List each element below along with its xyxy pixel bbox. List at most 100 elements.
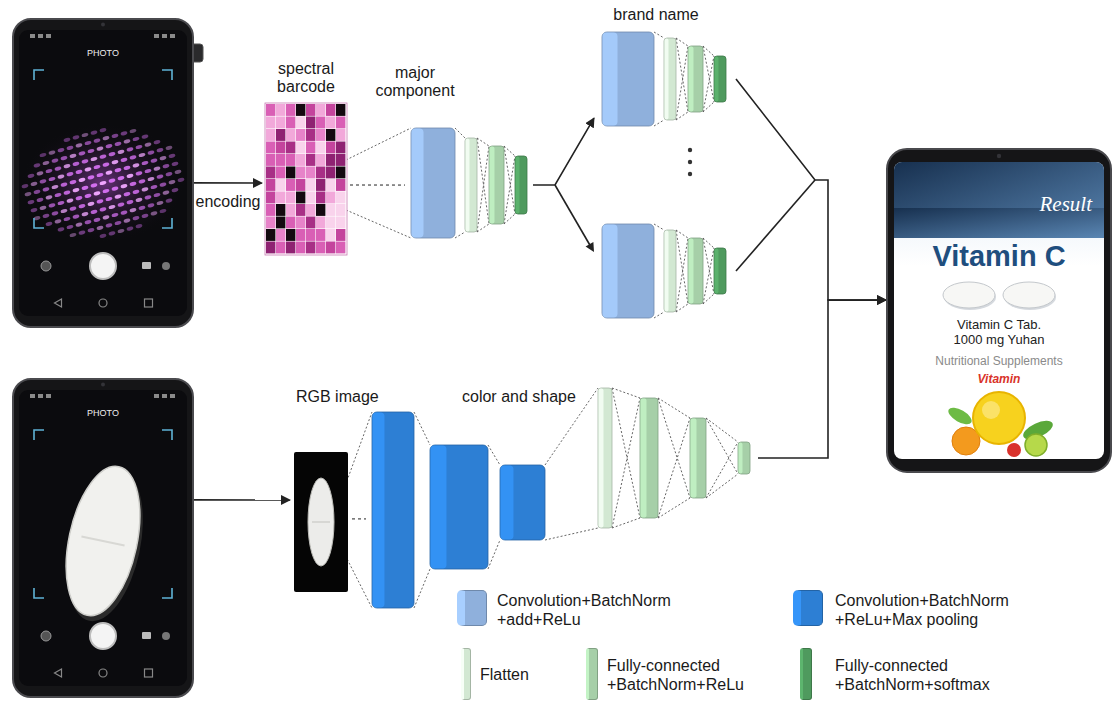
block-side-face: [490, 147, 495, 224]
spectral-spot: [75, 195, 83, 200]
spectral-spot: [75, 222, 83, 227]
dense-layer: [465, 138, 477, 232]
frame-corner: [34, 588, 44, 598]
nav-recent-icon: [145, 299, 153, 307]
barcode-cell: [266, 117, 275, 129]
barcode-cell: [286, 217, 295, 229]
receptive-field-line: [346, 128, 411, 160]
dense-layer: [714, 56, 726, 102]
legend-text: Convolution+BatchNorm +ReLu+Max pooling: [835, 591, 1070, 629]
legend-swatch: [586, 648, 598, 700]
barcode-cell: [336, 117, 345, 129]
spectral-spot: [63, 190, 71, 195]
spectral-spot: [129, 181, 137, 186]
mode-button: [162, 262, 170, 270]
frame-corner: [162, 70, 172, 80]
layer-link: [706, 418, 738, 474]
barcode-cell: [266, 204, 275, 216]
spectral-spot: [48, 150, 56, 155]
barcode-cell: [336, 179, 345, 191]
block-side-face: [603, 225, 618, 318]
layer-link: [703, 56, 714, 112]
layer-link: [414, 569, 430, 608]
barcode-cell: [276, 217, 285, 229]
spectral-spot: [123, 165, 131, 170]
network-heading: major component: [363, 64, 467, 101]
spectral-spot: [165, 171, 173, 176]
barcode-cell: [326, 154, 335, 166]
spectral-spot: [117, 228, 125, 233]
layer-link: [658, 398, 690, 498]
spectral-spot: [144, 142, 152, 147]
ellipsis-dot: [688, 148, 692, 152]
barcode-cell: [336, 104, 345, 116]
spectral-spot: [30, 181, 38, 186]
barcode-cell: [326, 129, 335, 141]
mode-button: [162, 632, 170, 640]
frame-corner: [34, 218, 44, 228]
legend-swatch: [461, 648, 471, 700]
spectral-spot: [108, 151, 116, 156]
spectral-spot: [105, 196, 113, 201]
convolution-block: [500, 465, 545, 540]
layer-link: [612, 518, 640, 528]
phone-camera-dot: [101, 23, 105, 27]
barcode-cell: [296, 142, 305, 154]
spectral-spot: [156, 200, 164, 205]
spectral-spot: [117, 202, 125, 207]
spectral-spot: [120, 131, 128, 136]
spectral-spot: [153, 139, 161, 144]
spectral-spot: [84, 140, 92, 145]
phone-camera-dot: [997, 154, 1001, 158]
screen-mode-label: PHOTO: [12, 48, 194, 58]
spectral-spot: [129, 155, 137, 160]
spectral-spot: [75, 143, 83, 148]
spectral-spot: [69, 153, 77, 158]
spectral-spot: [165, 198, 173, 203]
barcode-cell: [306, 167, 315, 179]
legend-text: Fully-connected +BatchNorm+softmax: [835, 656, 1070, 694]
barcode-cell: [266, 217, 275, 229]
spectral-spot: [105, 223, 113, 228]
barcode-cell: [316, 229, 325, 241]
nav-home-icon: [99, 299, 107, 307]
block-side-face: [665, 231, 669, 312]
frame-corner: [34, 70, 44, 80]
dotted-connector: [350, 185, 405, 186]
spectral-spot: [51, 211, 59, 216]
spectral-spot: [57, 227, 65, 232]
pill-photo: [1003, 282, 1055, 308]
spectral-spot: [135, 197, 143, 202]
barcode-cell: [286, 229, 295, 241]
spectral-spot: [138, 205, 146, 210]
spectral-spot: [129, 128, 137, 133]
gallery-button: [41, 631, 51, 641]
pill-score-line: [312, 521, 330, 523]
spectral-spot: [141, 160, 149, 165]
spectral-spot: [57, 200, 65, 205]
spectral-spot: [81, 211, 89, 216]
spectral-spot: [108, 231, 116, 236]
barcode-cell: [266, 167, 275, 179]
spectral-spot: [30, 207, 38, 212]
status-icon: [30, 394, 35, 398]
spectral-spot: [126, 147, 134, 152]
spectral-spot: [141, 134, 149, 139]
layer-link: [477, 224, 489, 232]
spectral-spot: [126, 226, 134, 231]
status-icon: [162, 34, 167, 38]
layer-link: [706, 418, 738, 442]
spectral-spot: [141, 187, 149, 192]
status-icon: [154, 34, 159, 38]
spectral-spot: [60, 182, 68, 187]
spectral-spot: [138, 152, 146, 157]
pill-score-line: [81, 536, 124, 545]
layer-link: [676, 304, 688, 312]
spectral-spot: [111, 133, 119, 138]
phone-body: [13, 19, 193, 327]
spectral-spot: [159, 182, 167, 187]
spectral-spot: [42, 213, 50, 218]
barcode-cell: [286, 117, 295, 129]
barcode-cell: [276, 104, 285, 116]
spectral-spot: [27, 173, 35, 178]
